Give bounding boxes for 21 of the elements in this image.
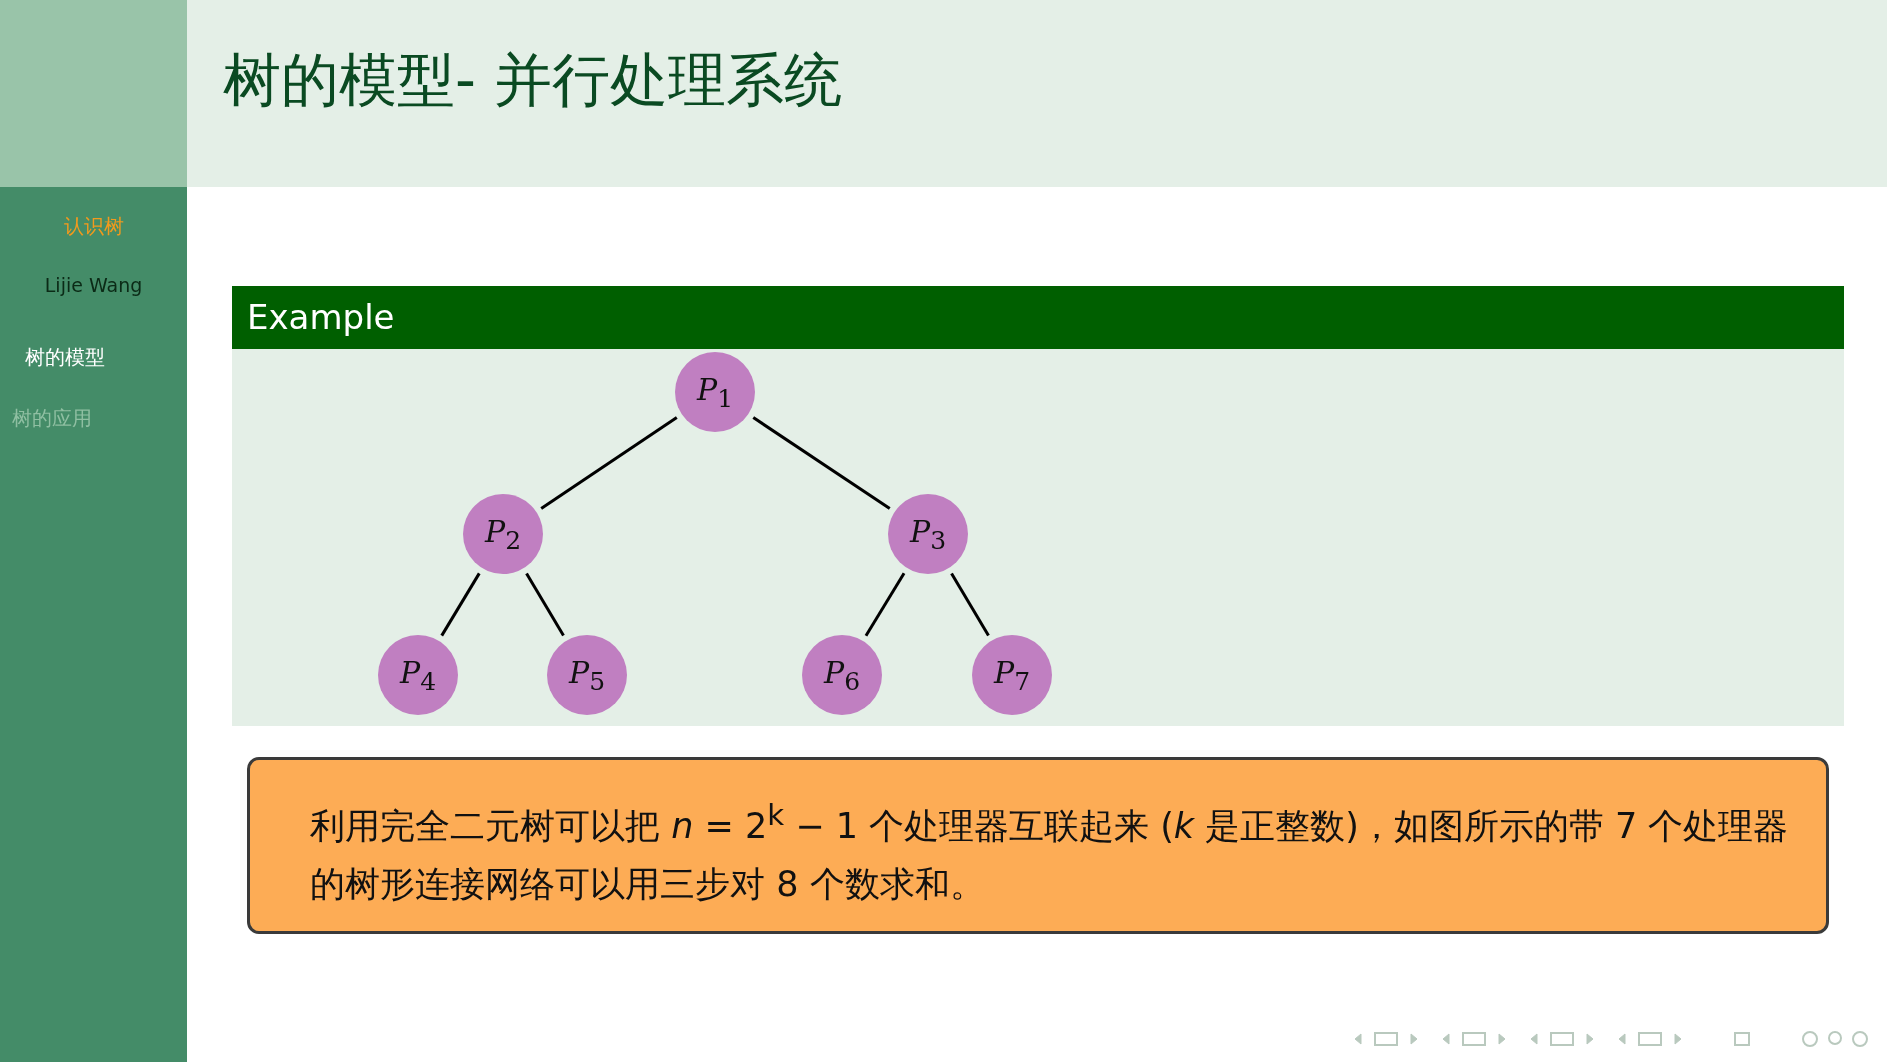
connector-line bbox=[950, 572, 990, 637]
note-box: 利用完全二元树可以把 n = 2$^{k}$ − 1 个处理器互联起来 (k 是正整数)，如图所示的带 7 个处理器的树形连接网络可以用三步对 8 个数求和。 bbox=[247, 757, 1829, 934]
processor-node: P$_{6}$ bbox=[802, 635, 882, 715]
example-block bbox=[232, 286, 1844, 726]
processor-node: P$_{2}$ bbox=[463, 494, 543, 574]
connector-line bbox=[864, 572, 906, 637]
section-link: 树的模型 bbox=[25, 344, 105, 371]
processor-node: P$_{5}$ bbox=[547, 635, 627, 715]
connector-line bbox=[525, 572, 565, 637]
connector-line bbox=[440, 572, 481, 637]
section-link: 认识树 bbox=[62, 213, 125, 240]
processor-node: P$_{1}$ bbox=[675, 352, 755, 432]
block-title: Example bbox=[232, 286, 1844, 349]
processor-node: P$_{7}$ bbox=[972, 635, 1052, 715]
slide-title: 树的模型- 并行处理系统 bbox=[223, 45, 843, 116]
author-name: Lijie Wang bbox=[43, 274, 144, 296]
connector-line bbox=[540, 416, 678, 510]
processor-node: P$_{3}$ bbox=[888, 494, 968, 574]
connector-line bbox=[752, 416, 891, 510]
processor-node: P$_{4}$ bbox=[378, 635, 458, 715]
section-link: 树的应用 bbox=[12, 405, 92, 432]
